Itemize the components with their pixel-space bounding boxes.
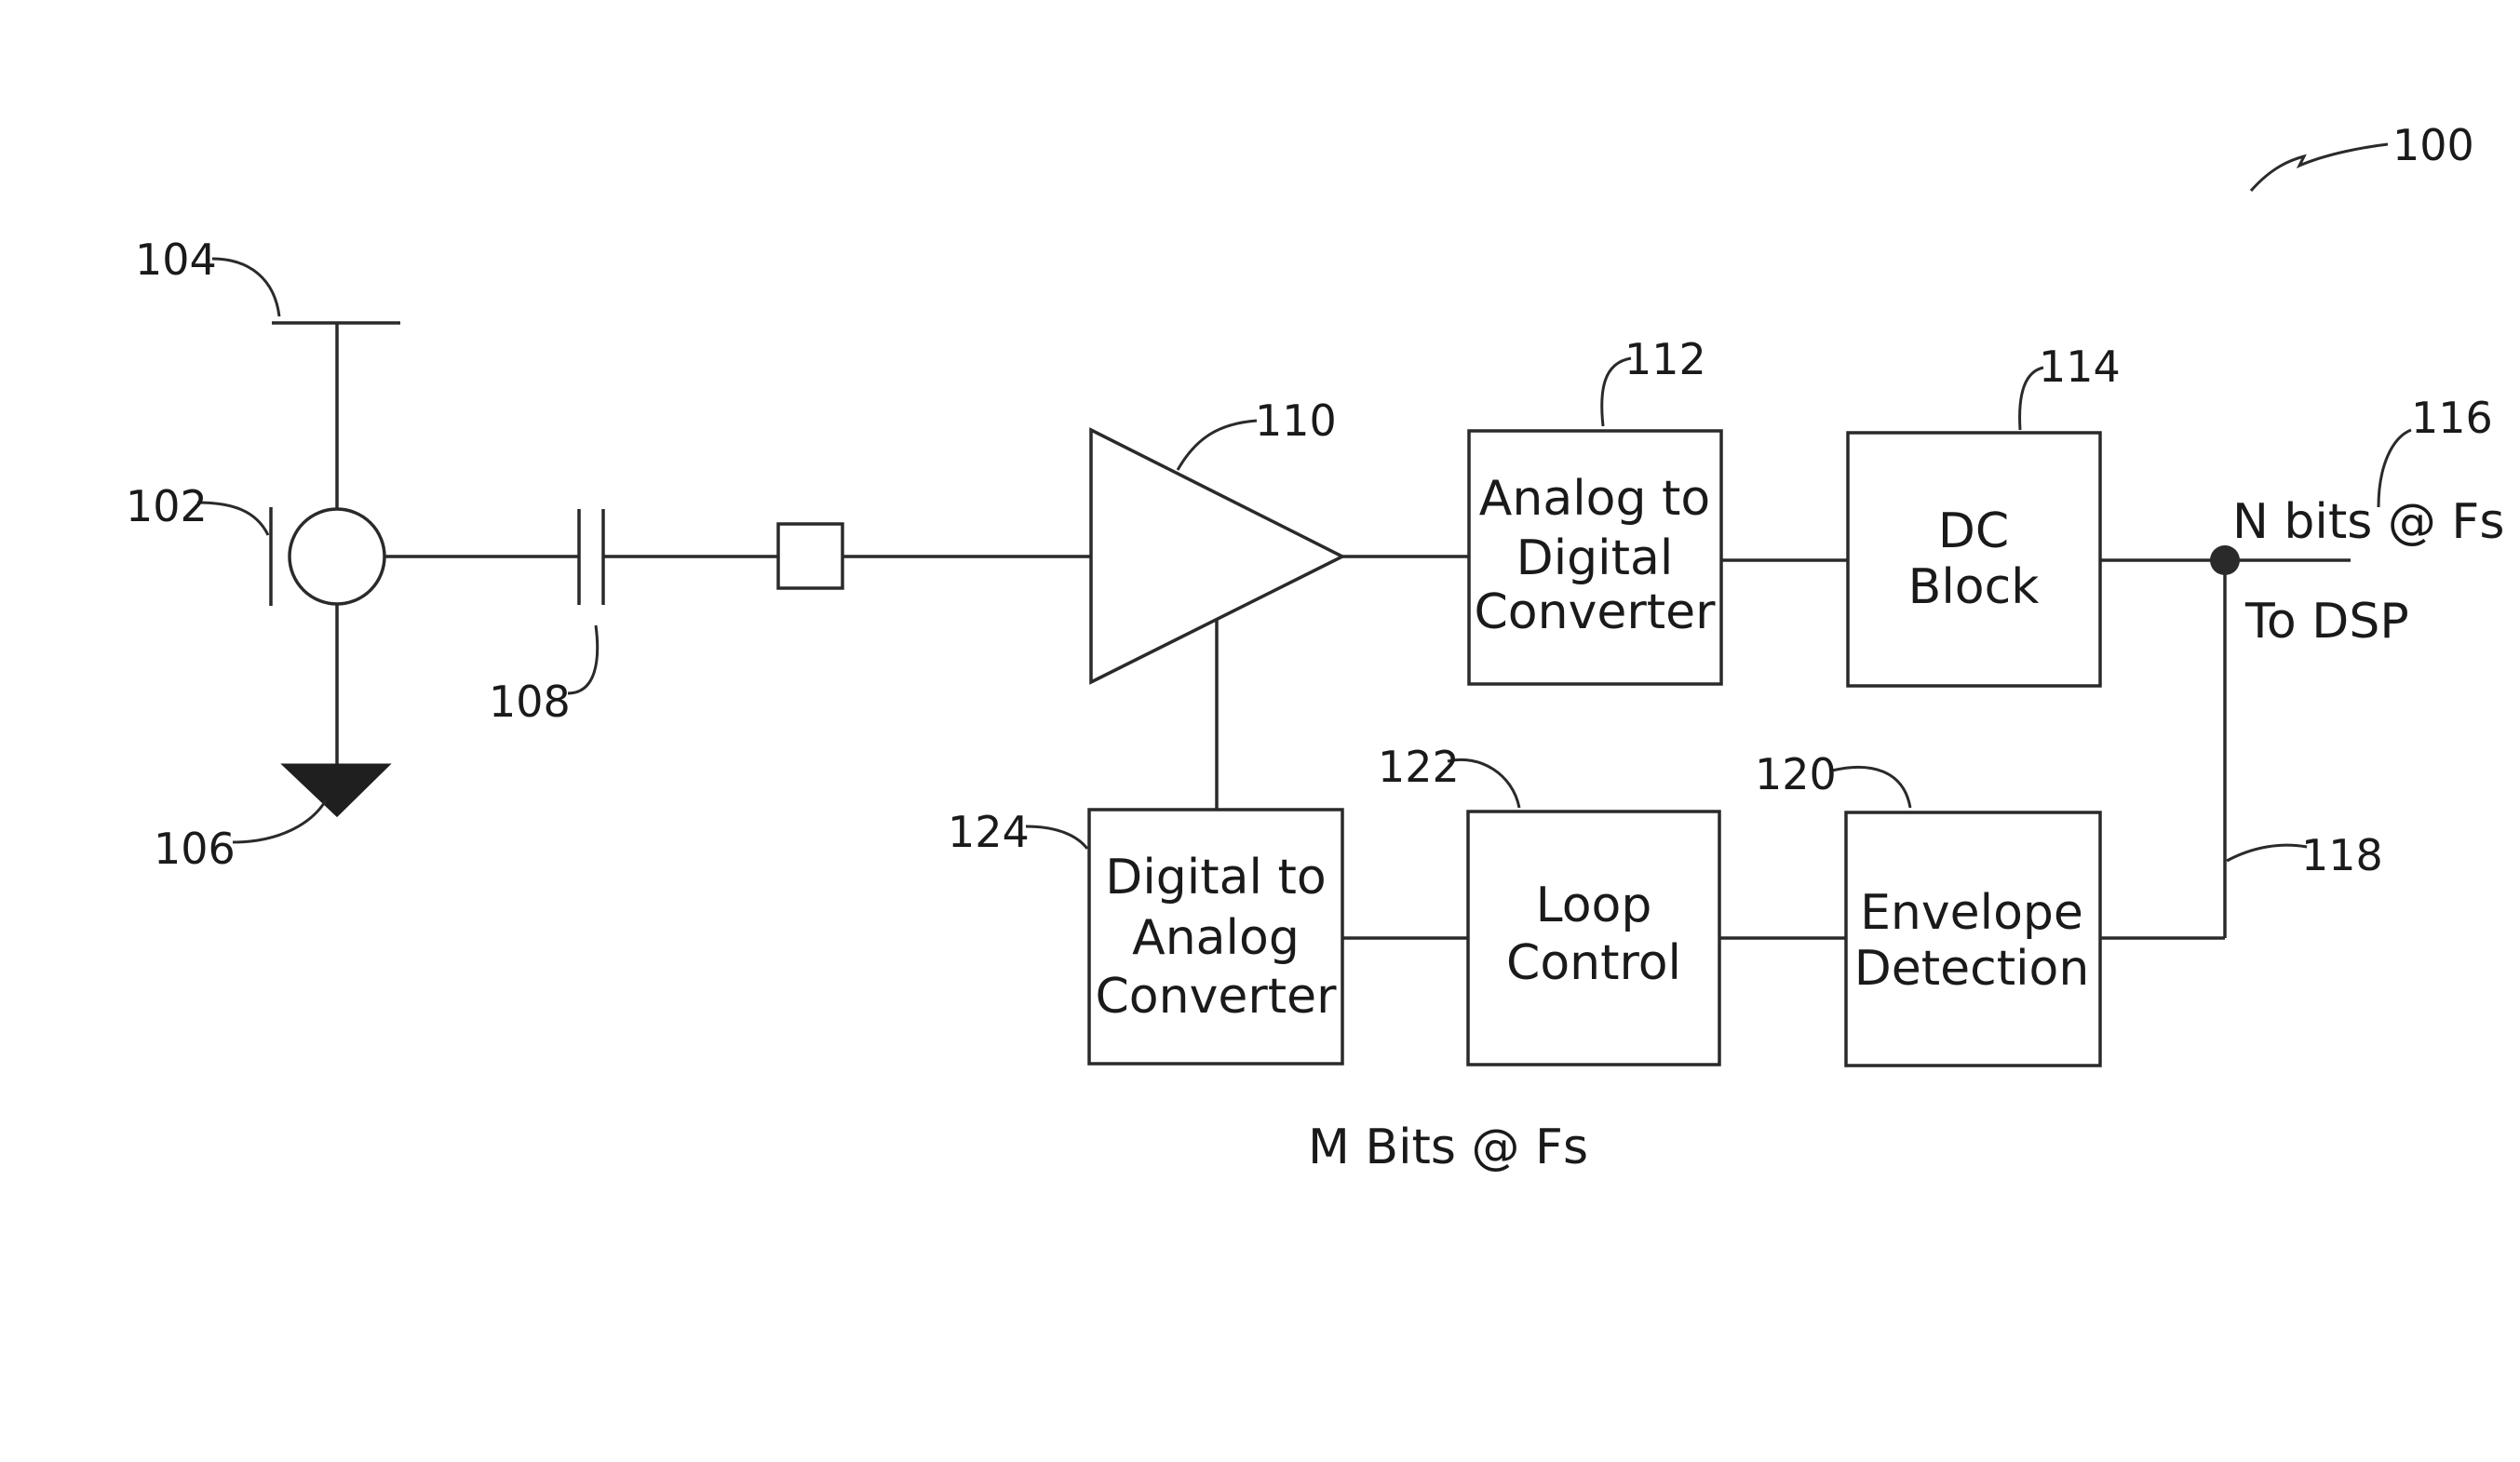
supply-rail: 104	[135, 235, 400, 510]
dcblock-label-line1: DC	[1938, 503, 2009, 559]
ground-leader	[233, 800, 326, 842]
amplifier-leader	[1178, 421, 1257, 470]
microphone-ref-label: 102	[126, 481, 208, 531]
dac-bits-label: M Bits @ Fs	[1308, 1120, 1588, 1175]
dac-label-line1: Digital to	[1105, 850, 1326, 905]
capacitor-leader	[568, 625, 598, 693]
amplifier-ref-label: 110	[1255, 396, 1337, 446]
feedback-leader	[2227, 845, 2307, 861]
envelope-block: Envelope Detection 120	[1719, 749, 2100, 1066]
ground-ref-label: 106	[154, 824, 236, 874]
input-node	[778, 524, 842, 588]
ground-icon	[284, 765, 388, 815]
envelope-leader	[1832, 767, 1910, 808]
capacitor: 108	[384, 509, 778, 727]
dcblock-ref-label: 114	[2039, 342, 2121, 392]
loop-control-block: Loop Control 122	[1342, 742, 1719, 1065]
supply-leader	[212, 259, 279, 316]
adc-block: Analog to Digital Converter 112	[1469, 334, 1848, 684]
loop-control-label-line2: Control	[1506, 935, 1681, 991]
adc-label-line2: Digital	[1516, 530, 1674, 586]
dcblock-label-line2: Block	[1908, 559, 2040, 615]
output-label: N bits @ Fs	[2232, 494, 2504, 550]
output-ref-label: 116	[2411, 393, 2493, 443]
envelope-label-line1: Envelope	[1860, 885, 2083, 941]
adc-label-line3: Converter	[1475, 584, 1717, 640]
output: N bits @ Fs To DSP 116	[2210, 393, 2504, 650]
dac-leader	[1026, 826, 1087, 849]
supply-ref-label: 104	[135, 235, 217, 285]
microphone: 102	[126, 481, 384, 606]
envelope-ref-label: 120	[1755, 749, 1837, 799]
capacitor-ref-label: 108	[489, 677, 571, 727]
figure-ref-group: 100	[2251, 120, 2474, 191]
adc-ref-label: 112	[1624, 334, 1706, 384]
loop-control-label-line1: Loop	[1536, 878, 1652, 933]
dac-ref-label: 124	[948, 807, 1030, 857]
figure-ref-arrow	[2251, 144, 2388, 191]
loop-control-ref-label: 122	[1378, 742, 1460, 792]
feedback-ref-label: 118	[2301, 830, 2383, 880]
ground: 106	[154, 604, 388, 874]
adc-label-line1: Analog to	[1479, 471, 1710, 527]
microphone-circle	[290, 509, 384, 604]
figure-ref-label: 100	[2392, 120, 2474, 170]
microphone-leader	[197, 503, 268, 535]
dac-block: Digital to Analog Converter 124	[948, 807, 1342, 1064]
envelope-label-line2: Detection	[1854, 941, 2090, 997]
output-sublabel: To DSP	[2244, 594, 2409, 650]
dac-label-line3: Converter	[1096, 969, 1338, 1025]
dac-label-line2: Analog	[1132, 910, 1300, 966]
